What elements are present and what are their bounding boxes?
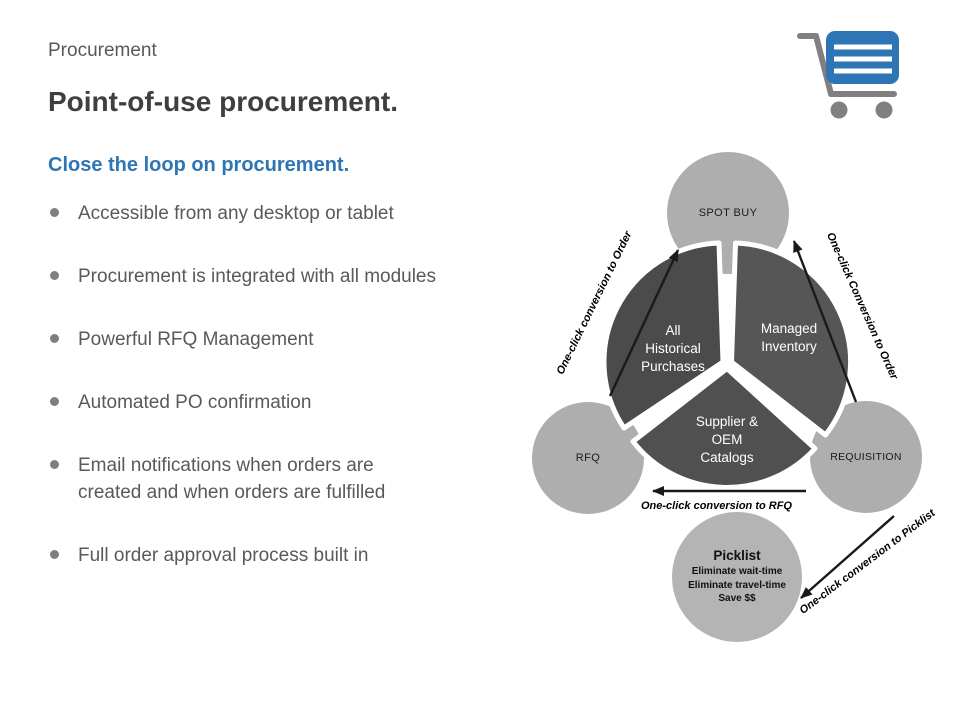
picklist-title: Picklist [713, 548, 761, 564]
list-item: Accessible from any desktop or tablet [48, 201, 518, 228]
bullet-dot [50, 208, 59, 217]
pie-label-managed-inventory: Managed Inventory [733, 320, 845, 356]
pie-slice-managed-inventory [729, 240, 854, 438]
pie-label-supplier-catalogs: Supplier & OEM Catalogs [665, 413, 789, 466]
node-requisition: REQUISITION [810, 401, 922, 513]
shopping-cart-icon [795, 26, 910, 121]
shopping-cart-svg [797, 31, 899, 119]
pie-label-line: Inventory [761, 338, 817, 354]
node-label: REQUISITION [830, 451, 902, 463]
bullet-text: Procurement is integrated with all modul… [78, 265, 437, 287]
pie-label-line: Managed [760, 321, 818, 336]
bullet-text: Email notifications when orders are crea… [78, 454, 386, 503]
arrow-rfq-to-order [608, 249, 680, 397]
bullet-text: Full order approval process built in [78, 544, 369, 566]
subtitle: Close the loop on procurement. [48, 154, 350, 176]
pie-label-line: Supplier & [695, 414, 759, 429]
bullet-dot [50, 549, 59, 559]
picklist-line: Eliminate travel-time [688, 579, 786, 591]
pie-label-line: Catalogs [700, 449, 754, 465]
bullet-list: Accessible from any desktop or tablet Pr… [48, 201, 518, 570]
bullet-text: Powerful RFQ Management [78, 328, 314, 350]
cart-wheel [875, 101, 893, 119]
pie-label-line: Historical [645, 340, 701, 356]
bullet-dot [50, 459, 59, 469]
arrow-label-requisition-to-order: One-click Conversion to Order [824, 230, 900, 382]
pie-label-line: OEM [711, 431, 743, 447]
content-column: Procurement Point-of-use procurement. Cl… [48, 40, 518, 606]
list-item: Procurement is integrated with all modul… [48, 264, 518, 291]
cart-handle [797, 33, 897, 97]
kicker: Procurement [48, 40, 157, 61]
pie-label-all-historical: All Historical Purchases [612, 322, 734, 375]
node-picklist: Picklist Eliminate wait-time Eliminate t… [672, 512, 802, 642]
arrow-label-requisition-to-picklist: One-click conversion to Picklist [797, 507, 938, 617]
list-item: Email notifications when orders are crea… [48, 453, 518, 507]
bullet-dot [50, 270, 59, 280]
bullet-dot [50, 396, 59, 406]
arrow-label-requisition-to-rfq: One-click conversion to RFQ [641, 500, 792, 512]
node-label: SPOT BUY [698, 207, 758, 219]
arrow-label-rfq-to-order: One-click conversion to Order [554, 229, 635, 377]
node-rfq: RFQ [532, 402, 644, 514]
bullet-text: Accessible from any desktop or tablet [78, 203, 394, 224]
bullet-text: Automated PO confirmation [78, 391, 312, 413]
pie-label-line: Purchases [641, 358, 705, 374]
picklist-line: Save $$ [718, 593, 756, 605]
node-spot-buy: SPOT BUY [667, 152, 789, 274]
cart-wheel [830, 101, 848, 119]
bullet-dot [50, 333, 59, 343]
pie-slice-all-historical [601, 240, 726, 431]
list-item: Full order approval process built in [48, 543, 518, 570]
node-label: RFQ [575, 452, 601, 464]
list-item: Powerful RFQ Management [48, 327, 518, 354]
list-item: Automated PO confirmation [48, 390, 518, 417]
arrow-requisition-to-picklist [800, 515, 895, 599]
pie-label-line: All [665, 323, 681, 338]
arrow-requisition-to-order [792, 240, 858, 403]
page-title: Point-of-use procurement. [48, 86, 399, 117]
picklist-line: Eliminate wait-time [691, 566, 783, 578]
pie-slice-supplier-catalogs [630, 366, 818, 490]
